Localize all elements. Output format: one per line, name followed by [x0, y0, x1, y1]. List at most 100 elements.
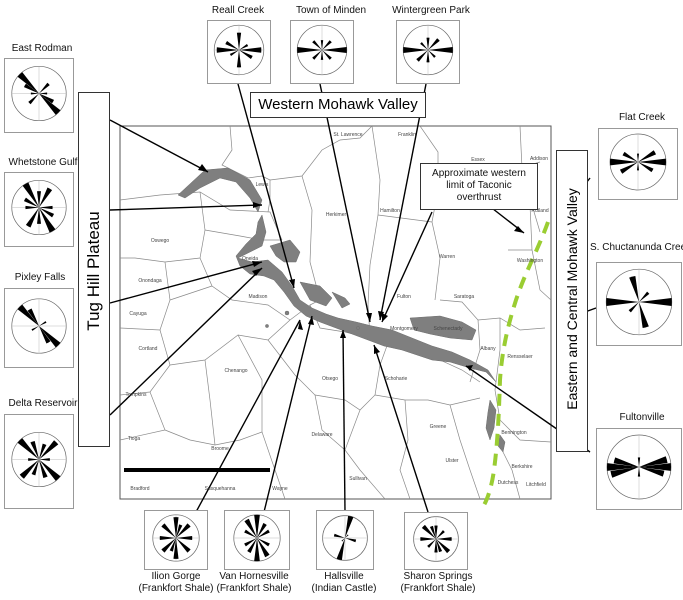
rose-petal — [436, 539, 451, 554]
county-label: Cayuga — [129, 311, 146, 317]
label-whetstone-gulf: Whetstone Gulf — [8, 157, 78, 168]
rose-east-rodman — [4, 58, 74, 133]
county-label: Wayne — [272, 486, 288, 492]
rose-petal — [39, 458, 50, 461]
rose-petal — [639, 463, 671, 471]
county-label: Lewis — [256, 182, 269, 188]
county-label: Oneida — [242, 256, 258, 262]
rose-hallsville — [316, 510, 374, 570]
rose-petal — [173, 517, 179, 538]
rose-petal — [436, 539, 443, 553]
rose-petal — [161, 538, 176, 553]
rose-petal — [225, 41, 239, 50]
rose-petal — [638, 150, 657, 162]
rose-petal — [639, 298, 672, 306]
western-mohawk-valley-box: Western Mohawk Valley — [250, 92, 426, 118]
rose-petal — [39, 321, 47, 326]
rose-petal — [216, 47, 239, 53]
county-label: Albany — [480, 346, 496, 352]
arrow-hallsville — [342, 329, 346, 513]
county-label: Washington — [517, 258, 543, 264]
rose-petal — [436, 530, 445, 539]
outcrop-belt — [177, 167, 506, 453]
rose-s-chuctanunda-creek — [596, 262, 682, 346]
arrow-town-of-minden — [319, 83, 371, 323]
rose-diagram — [152, 514, 200, 562]
county-label: Bennington — [501, 430, 527, 436]
label-east-rodman: East Rodman — [11, 43, 73, 54]
rose-petal — [629, 276, 639, 302]
rose-petal — [257, 538, 270, 558]
county-label: Broome — [211, 446, 229, 452]
rose-petal — [239, 47, 262, 53]
rose-petal — [28, 458, 39, 461]
county-label: Onondaga — [138, 278, 162, 284]
label-wintergreen-park: Wintergreen Park — [392, 5, 470, 16]
eastern-central-title: Eastern and Central Mohawk Valley — [564, 188, 580, 410]
rose-petal — [622, 151, 638, 162]
rose-petal — [30, 440, 39, 460]
rose-wintergreen-park — [396, 20, 460, 84]
rose-petal — [39, 93, 61, 115]
rose-circle — [233, 514, 281, 562]
eastern-central-box — [556, 150, 588, 452]
hallsville-unit: (Indian Castle) — [311, 583, 377, 594]
county-label: Franklin — [398, 132, 416, 138]
county-label: Warren — [439, 254, 455, 260]
rose-petal — [17, 438, 39, 460]
county-label: Ulster — [445, 458, 458, 464]
rose-petal — [39, 207, 56, 233]
rose-petal — [322, 50, 332, 60]
county-label: Litchfield — [526, 482, 546, 488]
arrow-taconic-outcrop — [381, 211, 433, 323]
rose-petal — [30, 92, 39, 95]
rose-petal — [345, 515, 354, 538]
rose-petal — [39, 205, 53, 210]
rose-petal — [636, 162, 640, 171]
county-label: Fulton — [397, 294, 411, 300]
rose-petal — [27, 308, 39, 326]
rose-petal — [39, 440, 59, 460]
rose-diagram — [606, 434, 672, 500]
rose-diagram — [296, 24, 348, 76]
rose-petal — [322, 46, 347, 54]
sharon-springs-name: Sharon Springs — [403, 571, 473, 582]
rose-petal — [639, 467, 665, 477]
rose-diagram — [609, 133, 667, 191]
rose-petal — [39, 326, 51, 344]
hallsville-name: Hallsville — [324, 571, 364, 582]
county-label: St. Lawrence — [333, 132, 362, 138]
rose-town-of-minden — [290, 20, 354, 84]
rose-petal — [39, 82, 50, 94]
rose-petal — [638, 158, 666, 166]
rose-petal — [257, 523, 267, 538]
rose-petal — [639, 456, 668, 467]
rose-petal — [345, 538, 357, 543]
rose-diagram — [11, 179, 67, 236]
label-ilion-gorge: Ilion Gorge (Frankfort Shale) — [138, 571, 214, 595]
county-label: Rensselaer — [507, 354, 533, 360]
county-label: Montgomery — [390, 326, 418, 332]
rose-petal — [426, 37, 430, 50]
pointer-arrows — [109, 83, 597, 513]
rose-petal — [606, 298, 639, 306]
rose-petal — [257, 538, 270, 547]
rose-petal — [23, 197, 39, 208]
rose-whetstone-gulf — [4, 172, 74, 247]
county-label: Chenango — [224, 368, 247, 374]
rose-petal — [312, 40, 322, 50]
county-label: Addison — [530, 156, 548, 162]
label-sharon-springs: Sharon Springs (Frankfort Shale) — [396, 571, 480, 595]
rose-delta-reservoir — [4, 414, 74, 509]
rose-petal — [39, 187, 53, 208]
rose-petal — [17, 304, 39, 326]
rose-petal — [613, 457, 639, 467]
rose-petal — [244, 518, 257, 538]
county-label: Oswego — [151, 238, 170, 244]
rose-petal — [19, 459, 39, 479]
rose-petal — [429, 525, 436, 539]
county-label: Rutland — [531, 208, 548, 214]
county-label: Delaware — [311, 432, 332, 438]
